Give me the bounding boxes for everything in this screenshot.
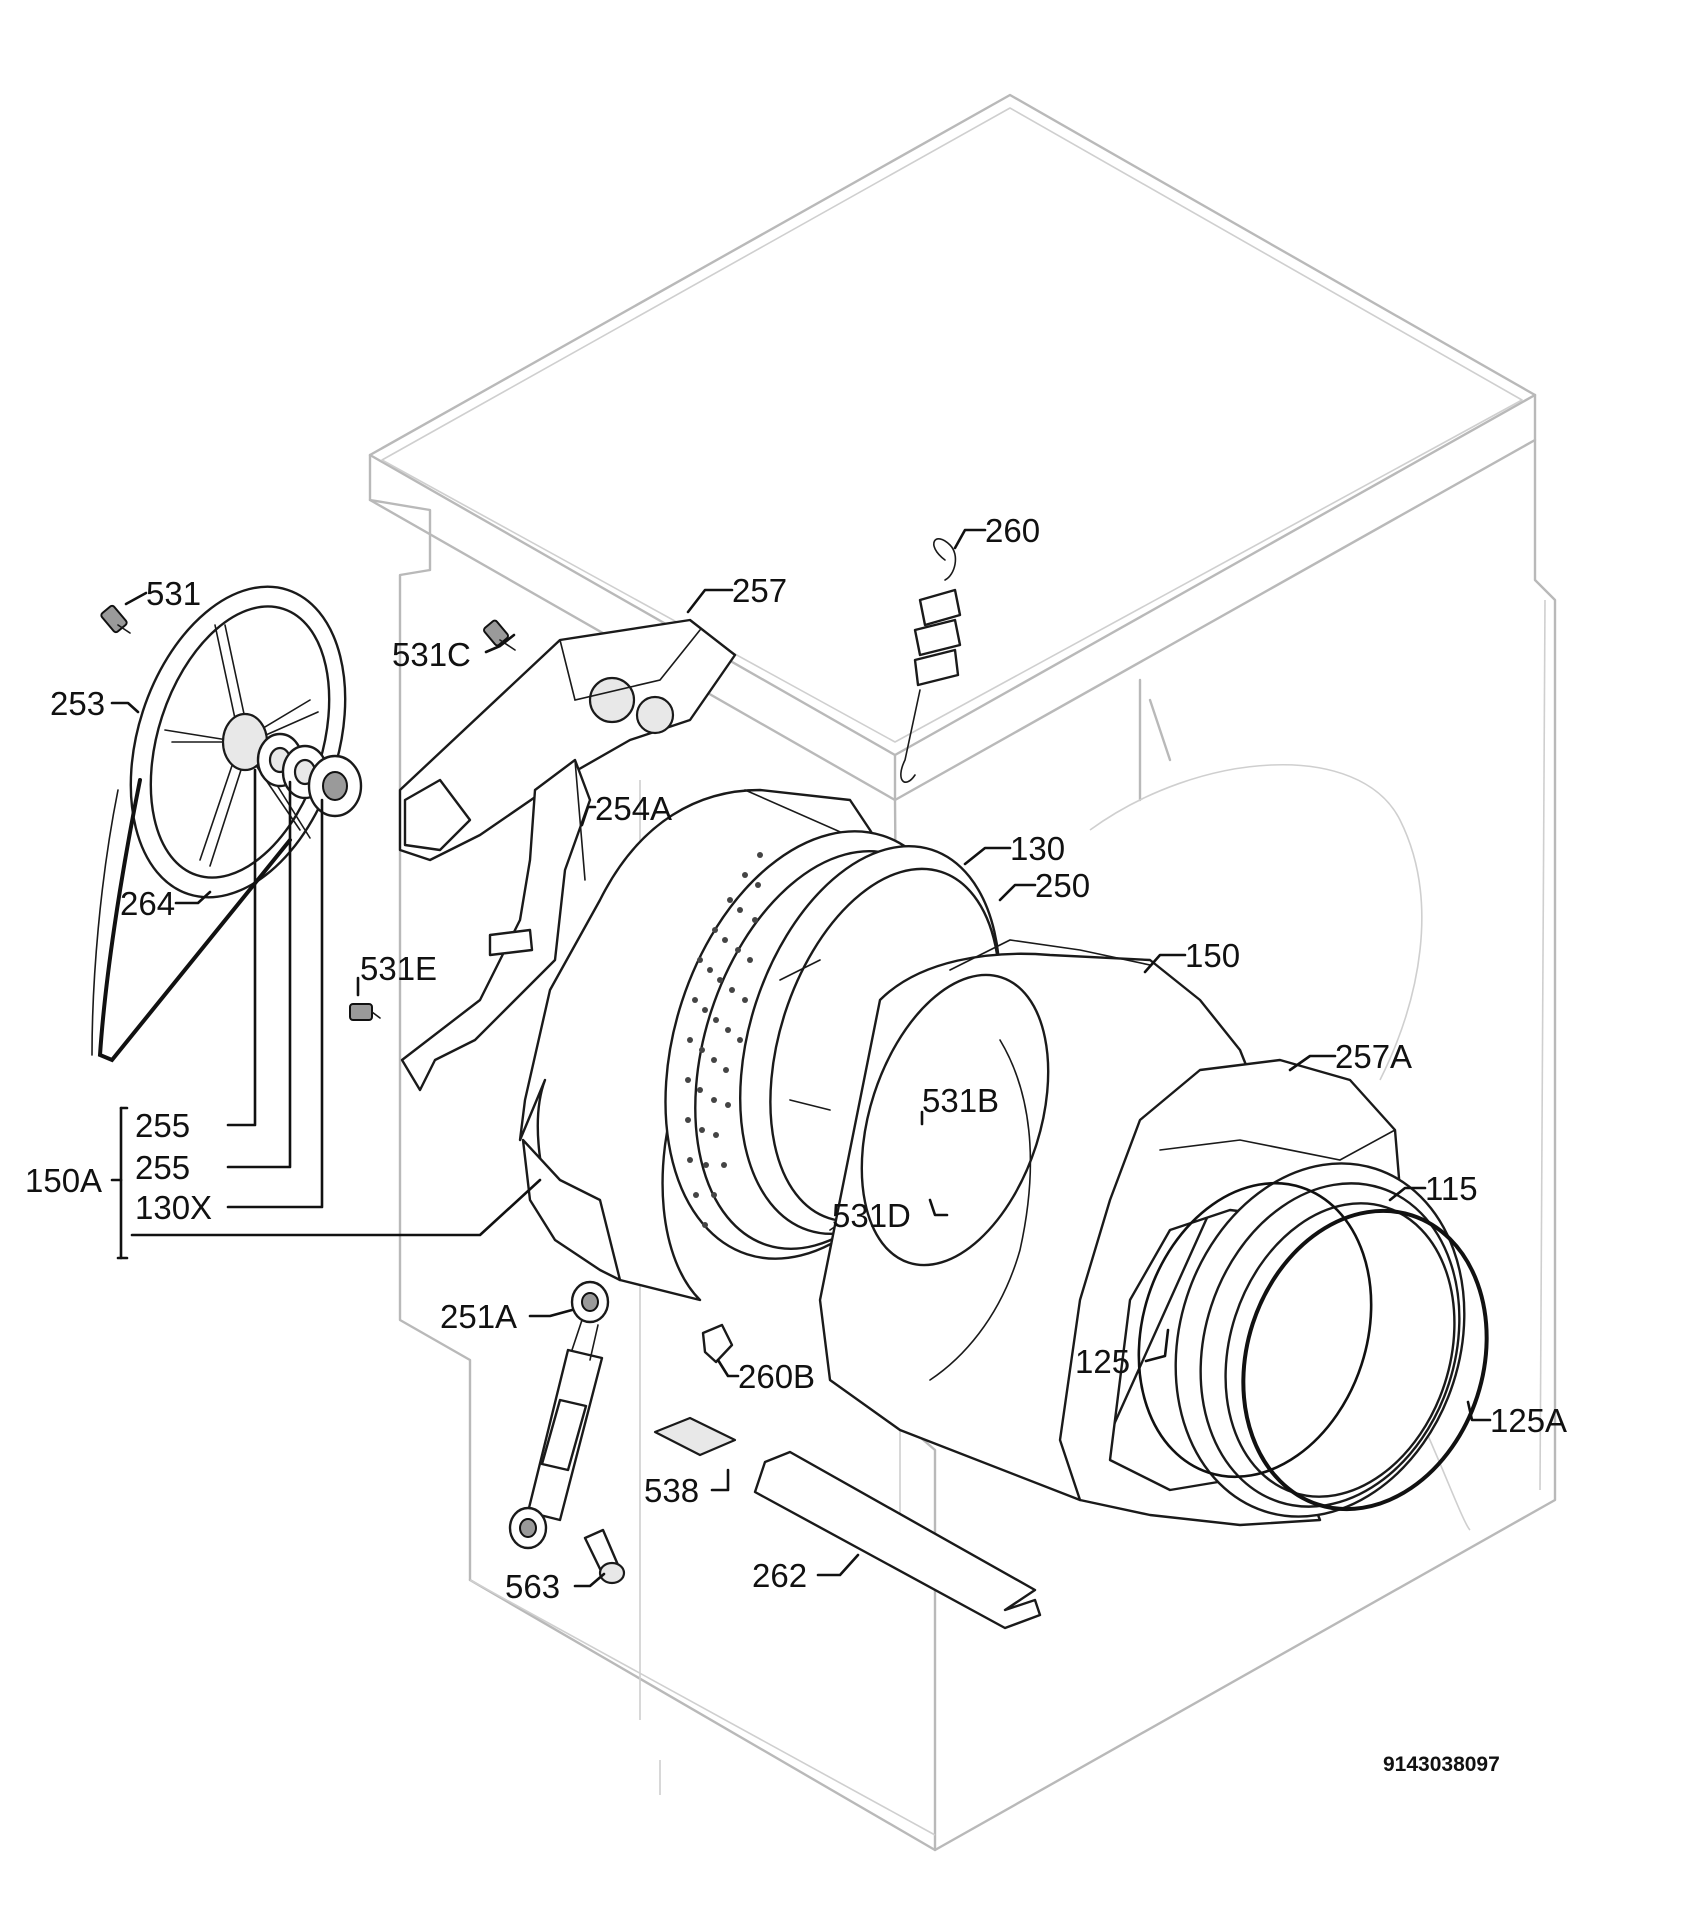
- drawing-code: 9143038097: [1383, 1753, 1500, 1776]
- part-labels: 531 253 264 531C 257 260 254A 130 250 15…: [25, 512, 1567, 1776]
- spring-260: [900, 538, 962, 783]
- label-150A: 150A: [25, 1162, 102, 1199]
- label-257: 257: [732, 572, 787, 609]
- label-125A: 125A: [1490, 1402, 1567, 1439]
- shock-absorber-251A: [508, 1280, 610, 1550]
- label-257A: 257A: [1335, 1038, 1412, 1075]
- clamp-ring-125A: [1241, 1208, 1489, 1512]
- label-531D: 531D: [832, 1197, 911, 1234]
- screw-531C: [483, 619, 516, 651]
- strip-262: [753, 1450, 1042, 1630]
- label-251A: 251A: [440, 1298, 517, 1335]
- label-563: 563: [505, 1568, 560, 1605]
- label-531B: 531B: [922, 1082, 999, 1119]
- counterweight-257: [398, 618, 737, 862]
- clamp-ring-125: [1137, 1181, 1373, 1479]
- pad-538: [653, 1416, 737, 1457]
- front-tub-150: [818, 939, 1262, 1502]
- belt-264: [97, 778, 292, 1063]
- label-125: 125: [1075, 1343, 1130, 1380]
- clip-260B: [701, 1323, 734, 1364]
- label-531C: 531C: [392, 636, 471, 673]
- pulley-253: [129, 585, 347, 899]
- drum-holes: [685, 852, 763, 1228]
- label-538: 538: [644, 1472, 699, 1509]
- label-250: 250: [1035, 867, 1090, 904]
- label-260: 260: [985, 512, 1040, 549]
- pin-563: [583, 1528, 626, 1585]
- bracket-254A: [400, 758, 592, 1092]
- label-130: 130: [1010, 830, 1065, 867]
- label-531E: 531E: [360, 950, 437, 987]
- label-150: 150: [1185, 937, 1240, 974]
- label-130X: 130X: [135, 1189, 212, 1226]
- label-115: 115: [1425, 1170, 1478, 1207]
- label-254A: 254A: [595, 790, 672, 827]
- belt-264-edge: [91, 789, 119, 1056]
- label-253: 253: [50, 685, 105, 722]
- label-262: 262: [752, 1557, 807, 1594]
- label-260B: 260B: [738, 1358, 815, 1395]
- screw-531E: [349, 1003, 381, 1021]
- screw-531: [100, 604, 131, 634]
- label-264: 264: [120, 885, 175, 922]
- label-255-bottom: 255: [135, 1149, 190, 1186]
- leader-lines: [110, 528, 1492, 1588]
- label-255-top: 255: [135, 1107, 190, 1144]
- label-531: 531: [146, 575, 201, 612]
